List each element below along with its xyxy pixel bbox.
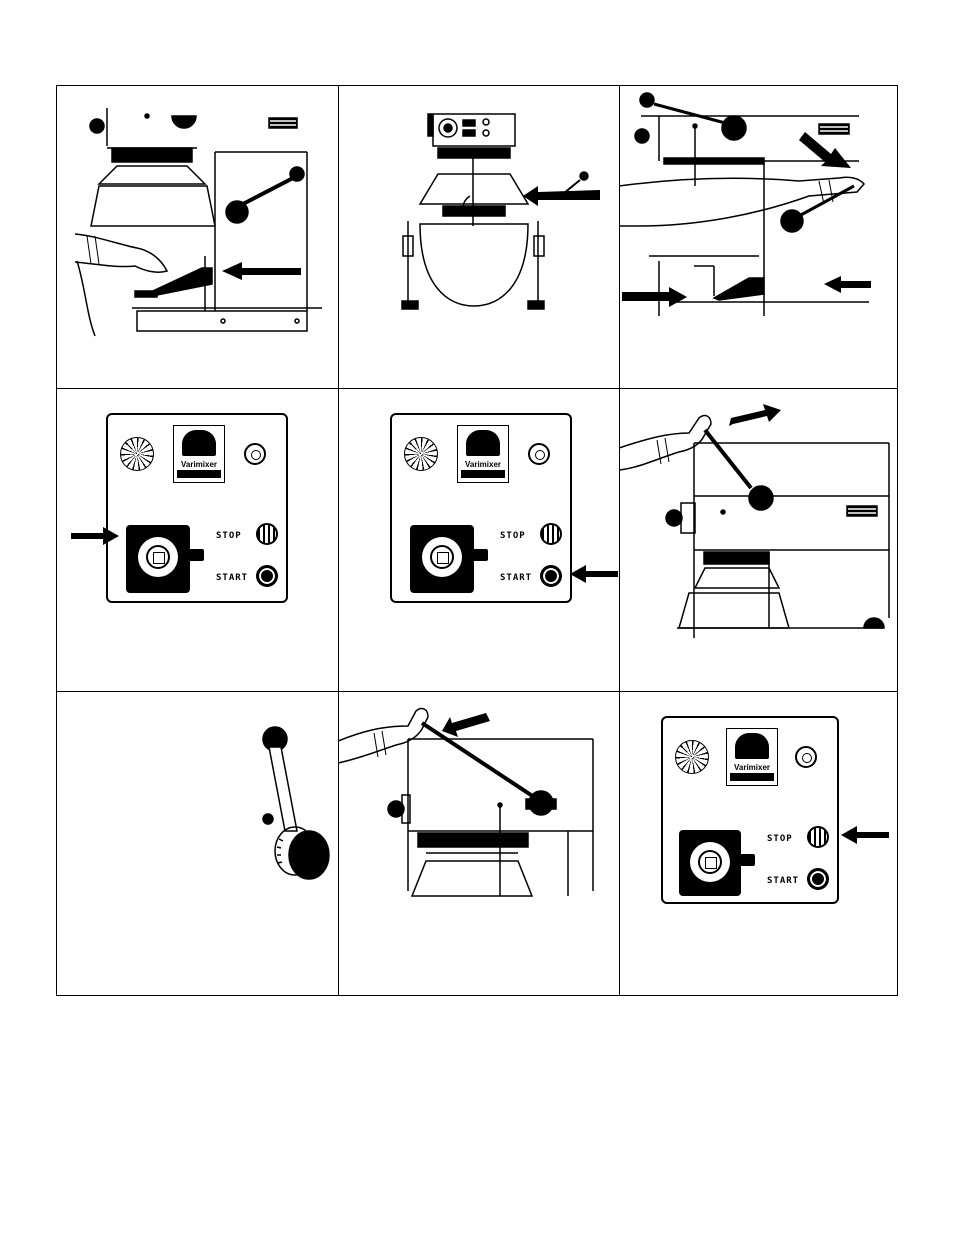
lever-closeup-illustration (262, 726, 330, 880)
varimixer-logo-icon: Varimixer (457, 425, 509, 483)
brand-label: Varimixer (464, 460, 502, 469)
key-switch-icon[interactable] (126, 525, 204, 593)
arrow-icon (841, 826, 889, 844)
start-label: START (216, 573, 249, 583)
arrow-icon (523, 186, 600, 206)
mixer-lever-illustration (619, 92, 871, 316)
arrow-icon (442, 713, 490, 737)
key-switch-icon[interactable] (679, 830, 755, 896)
start-button-icon[interactable] (807, 868, 829, 890)
indicator-light-icon (795, 746, 817, 768)
stop-button-icon[interactable] (807, 826, 829, 848)
start-label: START (500, 573, 533, 583)
mixer-side-illustration (74, 108, 322, 337)
brand-label: Varimixer (180, 460, 218, 469)
brand-label: Varimixer (733, 763, 771, 772)
step-9-press-stop: Varimixer STOP START (619, 691, 899, 995)
varimixer-logo-icon: Varimixer (173, 425, 225, 483)
stop-button-icon[interactable] (256, 523, 278, 545)
control-panel: Varimixer STOP START (661, 716, 839, 904)
start-button-icon[interactable] (256, 565, 278, 587)
timer-dial-icon[interactable] (404, 437, 438, 471)
arrow-icon (622, 287, 687, 307)
timer-dial-icon[interactable] (675, 740, 709, 774)
grid-divider (338, 86, 339, 995)
step-5-press-start: Varimixer STOP START (338, 388, 619, 691)
mixer-lever-illustration (619, 404, 890, 638)
start-label: START (767, 876, 800, 886)
mixer-lever-illustration (338, 707, 594, 897)
stop-label: STOP (500, 531, 526, 541)
start-button-icon[interactable] (540, 565, 562, 587)
control-panel: Varimixer STOP START (106, 413, 288, 603)
arrow-icon (824, 276, 871, 293)
step-4-set-timer: Varimixer STOP START (57, 388, 338, 691)
arrow-icon (570, 565, 618, 583)
indicator-light-icon (244, 443, 266, 465)
arrow-icon (222, 262, 301, 280)
stop-label: STOP (767, 834, 793, 844)
step-2-bowl-guard (338, 86, 619, 388)
mixer-front-illustration (401, 113, 600, 310)
step-3-raise-bowl (619, 86, 899, 388)
grid-divider (57, 691, 897, 692)
arrow-icon (729, 404, 781, 426)
arrow-icon (799, 132, 851, 168)
arrow-icon (71, 527, 119, 545)
timer-dial-icon[interactable] (120, 437, 154, 471)
instruction-grid: Varimixer STOP START (56, 85, 898, 996)
step-7-lever-detail (57, 691, 338, 995)
control-panel: Varimixer STOP START (390, 413, 572, 603)
step-1-bowl-lock (57, 86, 338, 388)
indicator-light-icon (528, 443, 550, 465)
grid-divider (619, 86, 620, 995)
step-8-lower-lever (338, 691, 619, 995)
step-6-shift-lever (619, 388, 899, 691)
stop-label: STOP (216, 531, 242, 541)
grid-divider (57, 388, 897, 389)
key-switch-icon[interactable] (410, 525, 488, 593)
varimixer-logo-icon: Varimixer (726, 728, 778, 786)
stop-button-icon[interactable] (540, 523, 562, 545)
